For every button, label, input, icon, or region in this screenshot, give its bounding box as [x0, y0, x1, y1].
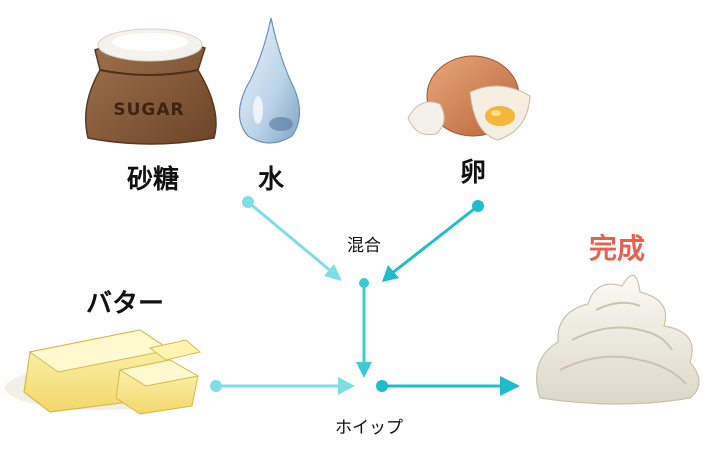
- arrow-whip-to-result: [376, 376, 520, 396]
- arrow-egg-to-mix: [382, 200, 484, 282]
- butter-block-icon: [5, 329, 202, 415]
- whip-step-label: ホイップ: [335, 418, 403, 438]
- butter-label: バター: [86, 289, 164, 319]
- egg-label: 卵: [460, 158, 486, 188]
- cracked-egg-icon: [407, 55, 531, 141]
- arrow-mix-to-whip: [356, 278, 372, 378]
- arrow-water-to-mix: [242, 196, 342, 281]
- mix-step-label: 混合: [347, 236, 381, 256]
- sugar-sack-text: SUGAR: [113, 100, 184, 120]
- water-label: 水: [258, 165, 285, 195]
- whipped-cream-icon: [536, 274, 700, 405]
- sugar-label: 砂糖: [127, 164, 179, 195]
- sugar-sack-icon: SUGAR: [85, 28, 217, 145]
- arrow-butter-to-whip: [210, 377, 355, 395]
- result-label: 完成: [589, 232, 645, 265]
- water-drop-icon: [238, 17, 301, 144]
